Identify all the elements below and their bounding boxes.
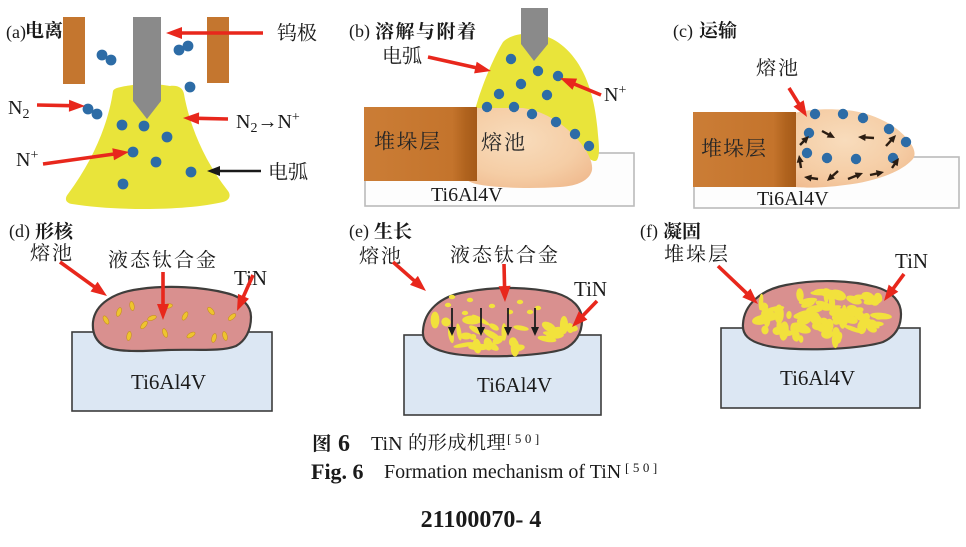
svg-text:TiN: TiN [371, 433, 403, 455]
svg-text:N2→N+: N2→N+ [236, 110, 300, 136]
svg-text:Ti6Al4V: Ti6Al4V [477, 373, 552, 397]
svg-text:(c): (c) [673, 21, 693, 42]
svg-text:TiN: TiN [895, 249, 928, 273]
svg-text:(f): (f) [640, 221, 658, 242]
svg-text:N+: N+ [604, 83, 626, 106]
svg-text:N2: N2 [8, 97, 29, 122]
svg-text:(a): (a) [6, 22, 26, 43]
svg-text:(d): (d) [9, 221, 30, 242]
svg-text:21100070- 4: 21100070- 4 [421, 507, 542, 533]
svg-text:Fig. 6: Fig. 6 [311, 459, 364, 484]
svg-text:TiN: TiN [574, 277, 607, 301]
svg-text:Ti6Al4V: Ti6Al4V [431, 184, 503, 206]
svg-text:(b): (b) [349, 21, 370, 42]
svg-text:Formation mechanism of TiN: Formation mechanism of TiN [384, 461, 621, 483]
svg-text:[50]: [50] [507, 431, 543, 446]
svg-text:6: 6 [338, 431, 350, 457]
svg-text:Ti6Al4V: Ti6Al4V [780, 366, 855, 390]
svg-text:(e): (e) [349, 221, 369, 242]
svg-text:Ti6Al4V: Ti6Al4V [131, 370, 206, 394]
svg-text:[50]: [50] [625, 460, 661, 475]
svg-text:N+: N+ [16, 148, 38, 171]
svg-text:Ti6Al4V: Ti6Al4V [757, 188, 829, 210]
